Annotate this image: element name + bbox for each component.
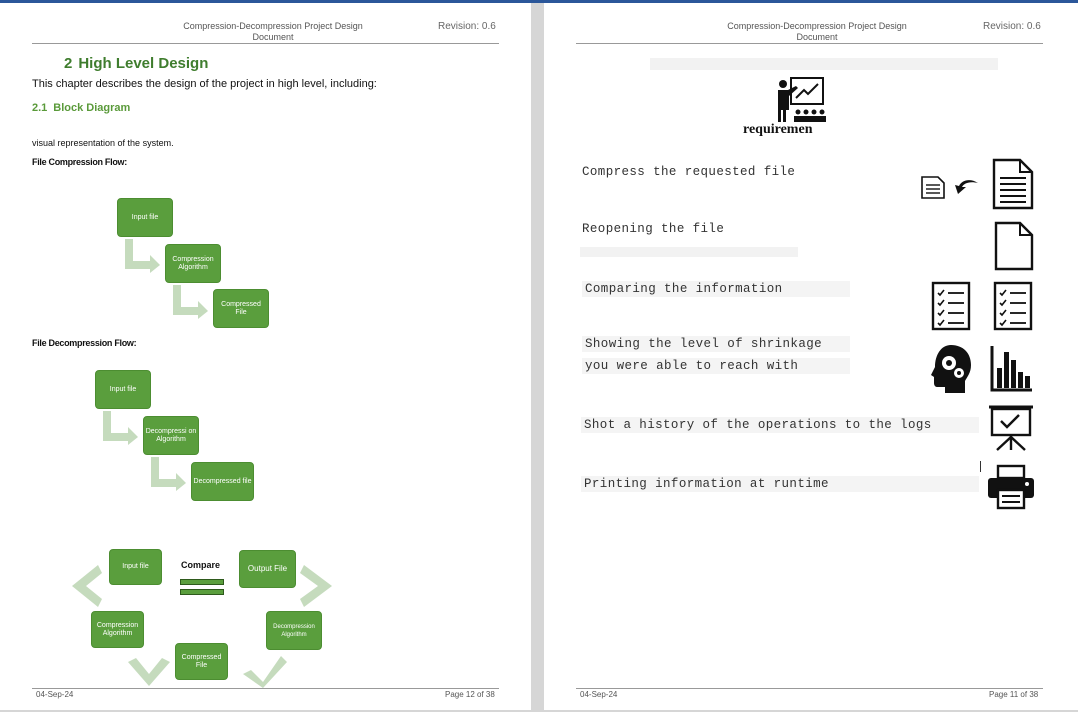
elbow-arrow-icon bbox=[103, 411, 138, 445]
requirements-title: requiremen bbox=[743, 122, 813, 137]
elbow-arrow-icon bbox=[173, 285, 208, 319]
cycle-box-output-file: Output File bbox=[239, 550, 296, 588]
compare-label: Compare bbox=[181, 560, 221, 570]
header-doc-title: Compression-Decompression Project Design… bbox=[727, 21, 907, 42]
footer-page-number: Page 11 of 38 bbox=[989, 690, 1039, 699]
elbow-arrow-icon bbox=[151, 457, 186, 491]
decompression-flow-label: File Decompression Flow: bbox=[32, 338, 137, 348]
cycle-box-compressed-file: Compressed File bbox=[175, 643, 228, 680]
footer-rule bbox=[32, 688, 499, 689]
presentation-board-icon bbox=[989, 405, 1033, 451]
text-cursor bbox=[980, 461, 981, 472]
document-page-12: Compression-Decompression Project Design… bbox=[0, 3, 531, 710]
chevron-right-icon bbox=[300, 565, 332, 607]
equals-bar-bottom bbox=[180, 589, 224, 595]
shaded-line bbox=[650, 58, 998, 70]
header-doc-title: Compression-Decompression Project Design… bbox=[183, 21, 363, 42]
footer-date: 04-Sep-24 bbox=[580, 690, 618, 699]
compression-flow-label: File Compression Flow: bbox=[32, 157, 127, 167]
cycle-box-compression-algorithm: Compression Algorithm bbox=[91, 611, 144, 648]
footer-page-number: Page 12 of 38 bbox=[445, 690, 495, 699]
flow-box-decompressed-file: Decompressed file bbox=[191, 462, 254, 501]
elbow-arrow-icon bbox=[125, 239, 160, 273]
header-rule bbox=[32, 43, 499, 44]
header-rule bbox=[576, 43, 1043, 44]
curved-arrow-icon bbox=[955, 180, 978, 194]
checklist-icon bbox=[993, 281, 1033, 331]
footer-date: 04-Sep-24 bbox=[36, 690, 74, 699]
checklist-icon bbox=[931, 281, 971, 331]
equals-bar-top bbox=[180, 579, 224, 585]
presenter-icon bbox=[778, 77, 826, 122]
chevron-left-icon bbox=[72, 565, 102, 607]
bar-chart-icon bbox=[990, 346, 1032, 392]
chevron-down-icon bbox=[128, 658, 170, 686]
shaded-line bbox=[580, 247, 798, 257]
printer-icon bbox=[988, 464, 1034, 510]
flow-box-input-file: Input file bbox=[117, 198, 173, 237]
flow-box-compressed-file: Compressed File bbox=[213, 289, 269, 328]
cycle-box-decompression-algorithm: Decompression Algorithm bbox=[266, 611, 322, 650]
document-page-11: Compression-Decompression Project Design… bbox=[544, 3, 1078, 710]
top-accent-bar bbox=[0, 0, 1078, 3]
document-icon bbox=[992, 158, 1034, 210]
footer-rule bbox=[576, 688, 1043, 689]
flow-box-input-file: Input file bbox=[95, 370, 151, 409]
cycle-box-input-file: Input file bbox=[109, 549, 162, 585]
flow-box-compression-algorithm: Compression Algorithm bbox=[165, 244, 221, 283]
requirement-print-runtime: Printing information at runtime bbox=[581, 476, 979, 492]
visual-representation-text: visual representation of the system. bbox=[32, 138, 174, 148]
requirement-shrinkage-line-1: Showing the level of shrinkage bbox=[582, 336, 850, 352]
header-revision: Revision: 0.6 bbox=[438, 21, 496, 32]
intro-text: This chapter describes the design of the… bbox=[32, 78, 377, 90]
requirement-compress-file: Compress the requested file bbox=[582, 165, 796, 179]
requirement-history-logs: Shot a history of the operations to the … bbox=[581, 417, 979, 433]
head-gears-icon bbox=[931, 345, 971, 393]
checkmark-arrow-icon bbox=[243, 656, 287, 688]
small-document-icon bbox=[921, 176, 945, 199]
header-revision: Revision: 0.6 bbox=[983, 21, 1041, 32]
requirement-compare-info: Comparing the information bbox=[582, 281, 850, 297]
requirement-reopen-file: Reopening the file bbox=[582, 222, 725, 236]
blank-document-icon bbox=[994, 221, 1034, 271]
flow-box-decompression-algorithm: Decompressi on Algorithm bbox=[143, 416, 199, 455]
requirement-shrinkage-line-2: you were able to reach with bbox=[582, 358, 850, 374]
